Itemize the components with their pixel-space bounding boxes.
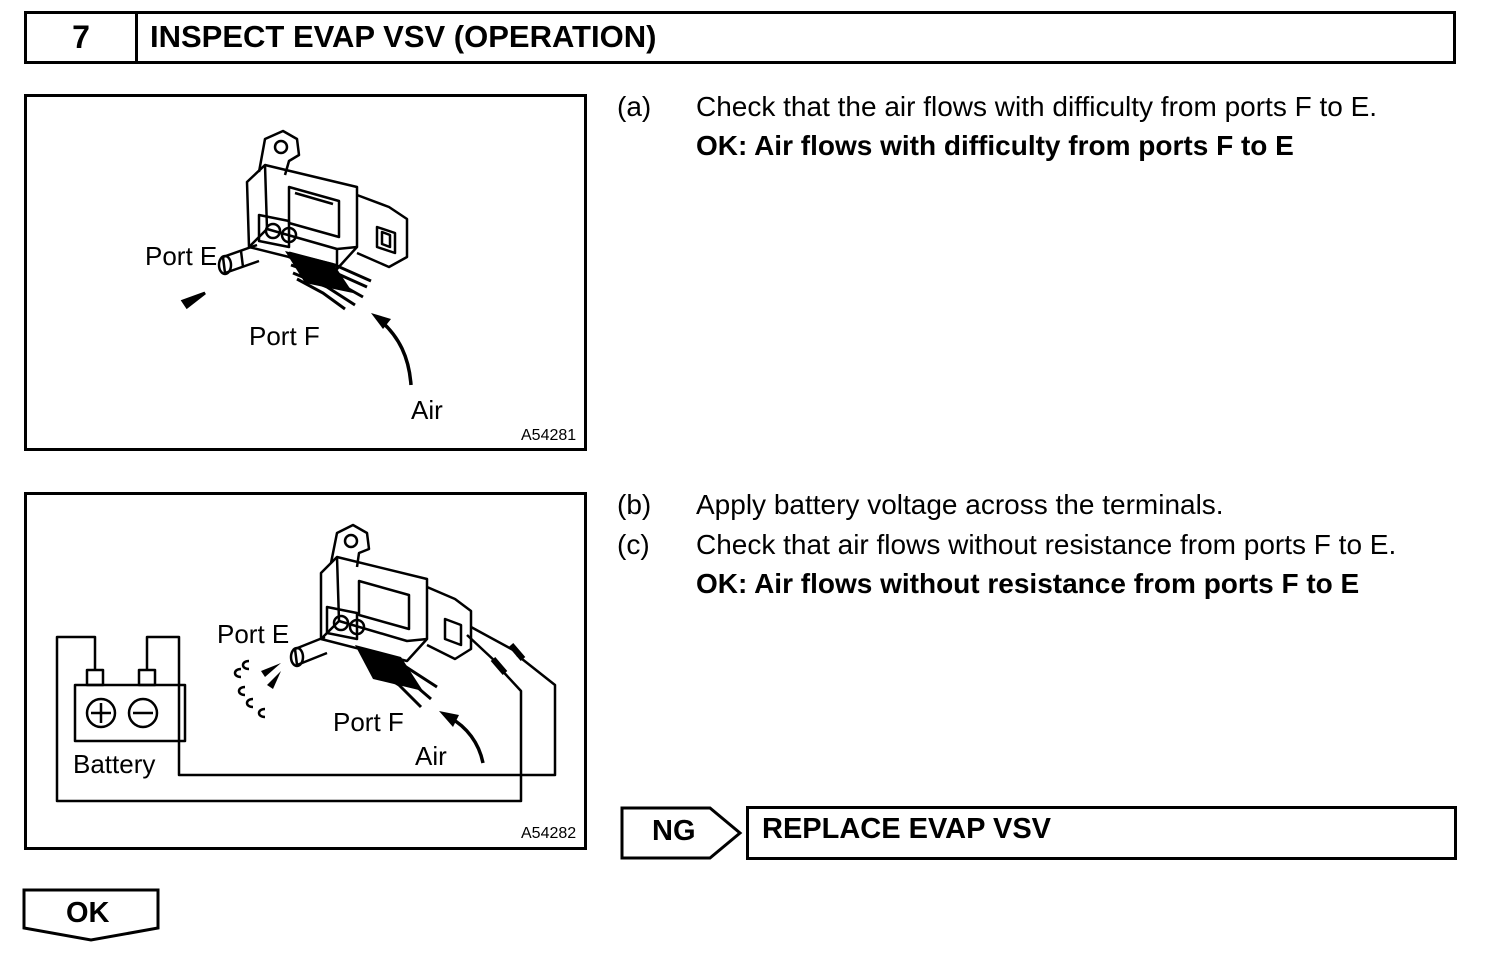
- instruction-a-ok: OK: Air flows with difficulty from ports…: [696, 130, 1294, 161]
- vsv-illustration-2: [55, 523, 557, 803]
- label-port-e: Port E: [217, 619, 290, 649]
- ng-label: NG: [652, 815, 696, 847]
- label-port-f: Port F: [249, 321, 320, 351]
- figure-air-flow-difficulty: Port E Port F Air A54281: [24, 94, 587, 451]
- step-title: INSPECT EVAP VSV (OPERATION): [150, 19, 657, 54]
- instruction-a-text: Check that the air flows with difficulty…: [696, 91, 1378, 122]
- ng-action-text: REPLACE EVAP VSV: [762, 813, 1052, 845]
- ok-label: OK: [66, 897, 110, 929]
- label-port-f: Port F: [333, 707, 404, 737]
- label-port-e: Port E: [145, 241, 218, 271]
- figure-air-flow-no-resistance: Port E Port F Air Battery A54282: [24, 492, 587, 850]
- step-letter-b: (b): [617, 489, 652, 520]
- ng-action-box[interactable]: [746, 806, 1457, 860]
- label-air: Air: [415, 741, 447, 771]
- ng-arrow-shape: [620, 806, 743, 860]
- step-letter-a: (a): [617, 91, 652, 122]
- vsv-illustration-1: [180, 129, 413, 386]
- figure-code: A54281: [521, 427, 577, 444]
- header-divider: [135, 11, 138, 64]
- ng-branch[interactable]: NG: [620, 806, 744, 860]
- instruction-c-ok: OK: Air flows without resistance from po…: [696, 568, 1360, 599]
- step-number: 7: [72, 19, 90, 55]
- ok-arrow-shape: [22, 888, 160, 942]
- step-letter-c: (c): [617, 529, 650, 560]
- step-header: [24, 11, 1456, 64]
- label-air: Air: [411, 395, 443, 425]
- ok-branch-button[interactable]: OK: [22, 888, 162, 944]
- instruction-c-text: Check that air flows without resistance …: [696, 529, 1397, 560]
- figure-code: A54282: [521, 825, 577, 842]
- instruction-b-text: Apply battery voltage across the termina…: [696, 489, 1224, 520]
- label-battery: Battery: [73, 749, 156, 779]
